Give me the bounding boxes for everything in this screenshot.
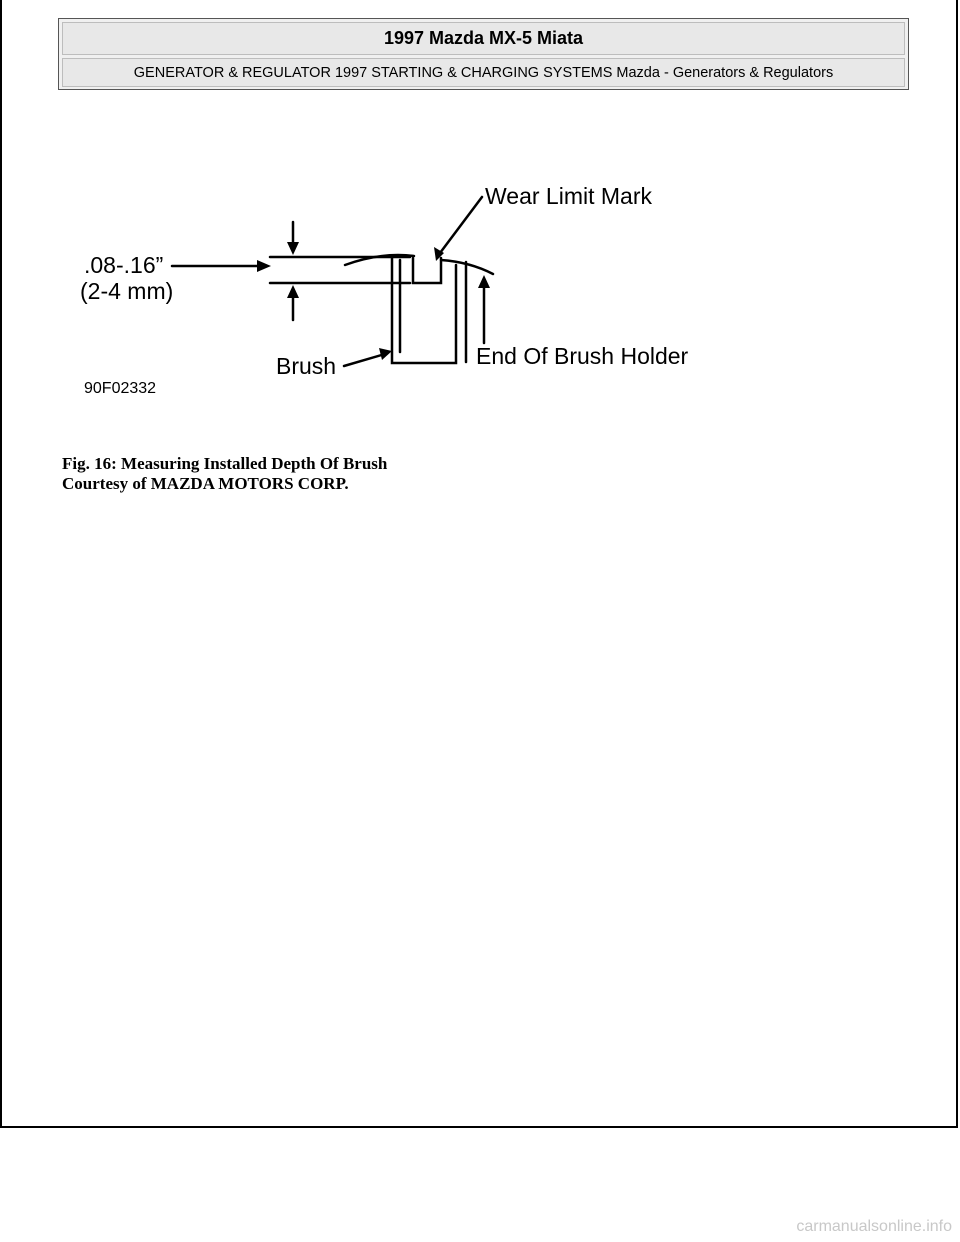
wear-limit-notch [411,256,443,285]
brush-holder-top-right [439,258,495,276]
depth-mm-label: (2-4 mm) [80,278,173,304]
dimension-arrowhead-top [287,242,299,255]
brush-label: Brush [276,353,336,379]
end-holder-label: End Of Brush Holder [476,343,689,369]
brush-leader [342,352,387,368]
header-title: 1997 Mazda MX-5 Miata [62,22,905,55]
watermark: carmanualsonline.info [796,1218,952,1235]
caption-title: Fig. 16: Measuring Installed Depth Of Br… [62,454,388,473]
document-header: 1997 Mazda MX-5 Miata GENERATOR & REGULA… [58,18,909,90]
brush-holder-top [343,253,416,267]
depth-leader-arrowhead [257,260,271,272]
wear-limit-leader [438,195,484,255]
figure-code: 90F02332 [84,380,156,397]
figure-caption: Fig. 16: Measuring Installed Depth Of Br… [62,454,387,494]
end-holder-arrowhead [478,275,490,288]
header-subtitle: GENERATOR & REGULATOR 1997 STARTING & CH… [62,58,905,87]
page-frame [0,0,958,1128]
brush-leader-arrowhead [379,348,392,360]
wear-limit-label: Wear Limit Mark [485,183,652,209]
caption-credit: Courtesy of MAZDA MOTORS CORP. [62,474,349,493]
brush-body [390,255,458,365]
brush-depth-diagram: Wear Limit Mark .08-.16” (2-4 mm) Brush … [80,183,689,397]
wear-limit-arrowhead [434,247,444,261]
depth-inch-label: .08-.16” [84,252,163,278]
dimension-arrowhead-bottom [287,285,299,298]
